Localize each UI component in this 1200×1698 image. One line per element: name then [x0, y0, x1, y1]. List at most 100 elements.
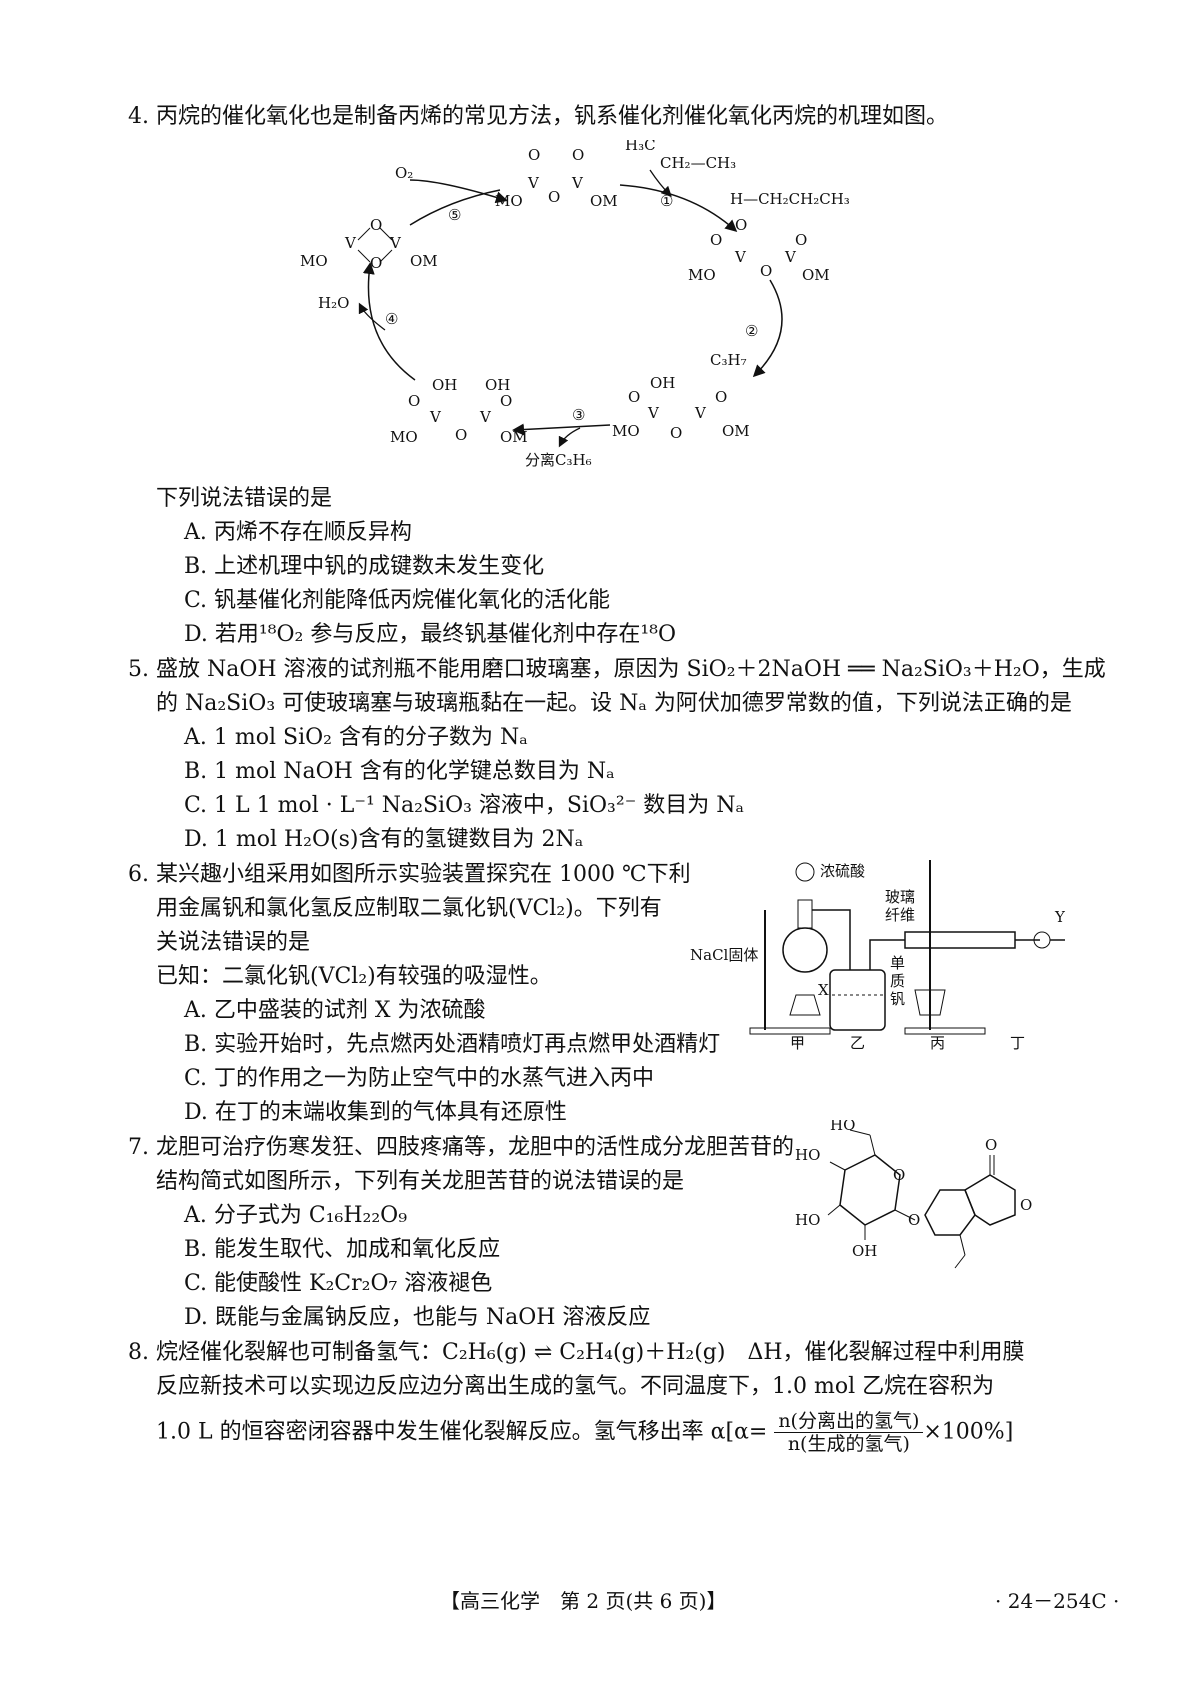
svg-text:V: V: [527, 174, 540, 192]
svg-text:MO: MO: [300, 252, 328, 270]
svg-text:V: V: [344, 234, 357, 252]
ho-3: HO: [795, 1211, 820, 1229]
arrow-step3: [512, 423, 611, 436]
arrow-separate: [558, 427, 581, 448]
q4-stem: 4. 丙烷的催化氧化也是制备丙烯的常见方法，钒系催化剂催化氧化丙烷的机理如图。: [128, 104, 948, 129]
q4-option-d: D. 若用¹⁸O₂ 参与反应，最终钒基催化剂中存在¹⁸O: [184, 622, 677, 647]
label-y: Y: [1054, 908, 1066, 926]
arrow-step4: [362, 262, 416, 381]
label-nacl: NaCl固体: [690, 946, 758, 964]
o-link: O: [908, 1211, 920, 1229]
svg-text:O: O: [735, 216, 747, 234]
svg-text:O: O: [628, 388, 640, 406]
svg-text:OH: OH: [485, 376, 510, 394]
propane-h3c: H₃C: [625, 140, 656, 154]
arrow-h2o: [358, 302, 386, 331]
arrow-step1: [619, 184, 738, 232]
q6-known: 已知：二氯化钒(VCl₂)有较强的吸湿性。: [156, 964, 552, 989]
q5-stem-line2: 的 Na₂SiO₃ 可使玻璃塞与玻璃瓶黏在一起。设 Nₐ 为阿伏加德罗常数的值，…: [156, 691, 1072, 716]
svg-text:MO: MO: [390, 428, 418, 446]
svg-text:MO: MO: [612, 422, 640, 440]
q8-stem-line1: 8. 烷烃催化裂解也可制备氢气：C₂H₆(g) ⇌ C₂H₄(g)＋H₂(g) …: [128, 1340, 1025, 1365]
svg-text:O: O: [795, 231, 807, 249]
arrow-step2: [752, 279, 783, 378]
q4-mechanism-diagram: O₂ ⑤ O O V V O MO OM H₃C CH₂—CH₃ ① H—CH₂…: [300, 140, 850, 469]
svg-text:OM: OM: [500, 428, 528, 446]
arrow-o2: [409, 179, 508, 204]
arrow-propane-in: [649, 169, 672, 197]
oh: OH: [852, 1242, 877, 1260]
q6-option-c: C. 丁的作用之一为防止空气中的水蒸气进入丙中: [184, 1066, 655, 1091]
label-ding: 丁: [1010, 1034, 1025, 1050]
q6-option-b: B. 实验开始时，先点燃丙处酒精喷灯再点燃甲处酒精灯: [184, 1032, 721, 1057]
svg-text:O: O: [500, 392, 512, 410]
svg-text:O: O: [760, 262, 772, 280]
h2o-label: H₂O: [318, 294, 349, 312]
q4-option-a: A. 丙烯不存在顺反异构: [184, 520, 412, 545]
q4-option-c: C. 钒基催化剂能降低丙烷催化氧化的活化能: [184, 588, 611, 613]
h-propyl-label: H—CH₂CH₂CH₃: [730, 190, 850, 208]
q5-option-a: A. 1 mol SiO₂ 含有的分子数为 Nₐ: [184, 725, 528, 750]
q6-stem-line1: 6. 某兴趣小组采用如图所示实验装置探究在 1000 ℃下利: [128, 862, 691, 887]
label-bing: 丙: [930, 1034, 945, 1050]
svg-text:OM: OM: [410, 252, 438, 270]
step2-label: ②: [745, 322, 758, 340]
q7-option-c: C. 能使酸性 K₂Cr₂O₇ 溶液褪色: [184, 1271, 493, 1296]
label-yi: 乙: [850, 1034, 865, 1050]
svg-text:MO: MO: [495, 192, 523, 210]
svg-text:O: O: [370, 254, 382, 272]
svg-text:O: O: [670, 424, 682, 442]
q5-stem-line1: 5. 盛放 NaOH 溶液的试剂瓶不能用磨口玻璃塞，原因为 SiO₂＋2NaOH…: [128, 657, 1106, 682]
svg-text:OH: OH: [650, 374, 675, 392]
q8-fraction: n(分离出的氢气) n(生成的氢气): [774, 1410, 924, 1455]
svg-text:V: V: [429, 408, 442, 426]
step3-label: ③: [572, 406, 585, 424]
label-conc-acid: 浓硫酸: [820, 862, 865, 880]
arrow-step5: [409, 189, 501, 226]
q7-structure-diagram: HO HO HO OH O O O O: [795, 1120, 1032, 1269]
o-carbonyl: O: [985, 1136, 997, 1154]
svg-text:O: O: [715, 388, 727, 406]
svg-text:V: V: [389, 234, 402, 252]
q4-prompt: 下列说法错误的是: [156, 486, 333, 511]
svg-text:V: V: [571, 174, 584, 192]
label-fiber: 纤维: [885, 906, 915, 924]
propane-chain: CH₂—CH₃: [660, 154, 736, 172]
svg-text:O: O: [370, 216, 382, 234]
svg-text:O: O: [455, 426, 467, 444]
q6-option-d: D. 在丁的末端收集到的气体具有还原性: [184, 1100, 567, 1125]
q8-stem-line2: 反应新技术可以实现边反应边分离出生成的氢气。不同温度下，1.0 mol 乙烷在容…: [156, 1374, 995, 1399]
svg-text:O: O: [408, 392, 420, 410]
svg-text:V: V: [479, 408, 492, 426]
q8-frac-numerator: n(分离出的氢气): [774, 1410, 924, 1433]
svg-text:O: O: [572, 146, 584, 164]
svg-text:OM: OM: [722, 422, 750, 440]
svg-text:O: O: [528, 146, 540, 164]
q8-frac-denominator: n(生成的氢气): [787, 1433, 910, 1455]
q7-option-b: B. 能发生取代、加成和氧化反应: [184, 1237, 501, 1262]
q8-frac-right: ×100%]: [923, 1419, 1014, 1445]
ho-2: HO: [795, 1146, 820, 1164]
svg-text:质: 质: [890, 972, 905, 990]
step5-label: ⑤: [448, 206, 461, 224]
svg-text:V: V: [734, 248, 747, 266]
svg-text:MO: MO: [688, 266, 716, 284]
svg-text:OH: OH: [432, 376, 457, 394]
q6-stem-line3: 关说法错误的是: [156, 930, 311, 955]
svg-text:V: V: [784, 248, 797, 266]
svg-text:钒: 钒: [890, 990, 905, 1008]
footer-page-info: 【高三化学 第 2 页(共 6 页)】: [440, 1589, 727, 1613]
q8-stem-line3: 1.0 L 的恒容密闭容器中发生催化裂解反应。氢气移出率 α[α= n(分离出的…: [156, 1410, 1013, 1455]
svg-text:O: O: [710, 231, 722, 249]
o2-label: O₂: [395, 164, 413, 182]
svg-text:V: V: [647, 404, 660, 422]
q6-option-a: A. 乙中盛装的试剂 X 为浓硫酸: [184, 998, 486, 1023]
svg-text:OM: OM: [802, 266, 830, 284]
svg-text:单: 单: [890, 954, 905, 972]
q5-option-d: D. 1 mol H₂O(s)含有的氢键数目为 2Nₐ: [184, 827, 584, 852]
c3h7-label: C₃H₇: [710, 351, 747, 369]
label-jia: 甲: [790, 1034, 805, 1050]
o-lactone: O: [1020, 1196, 1032, 1214]
q5-option-c: C. 1 L 1 mol · L⁻¹ Na₂SiO₃ 溶液中，SiO₃²⁻ 数目…: [184, 793, 745, 818]
